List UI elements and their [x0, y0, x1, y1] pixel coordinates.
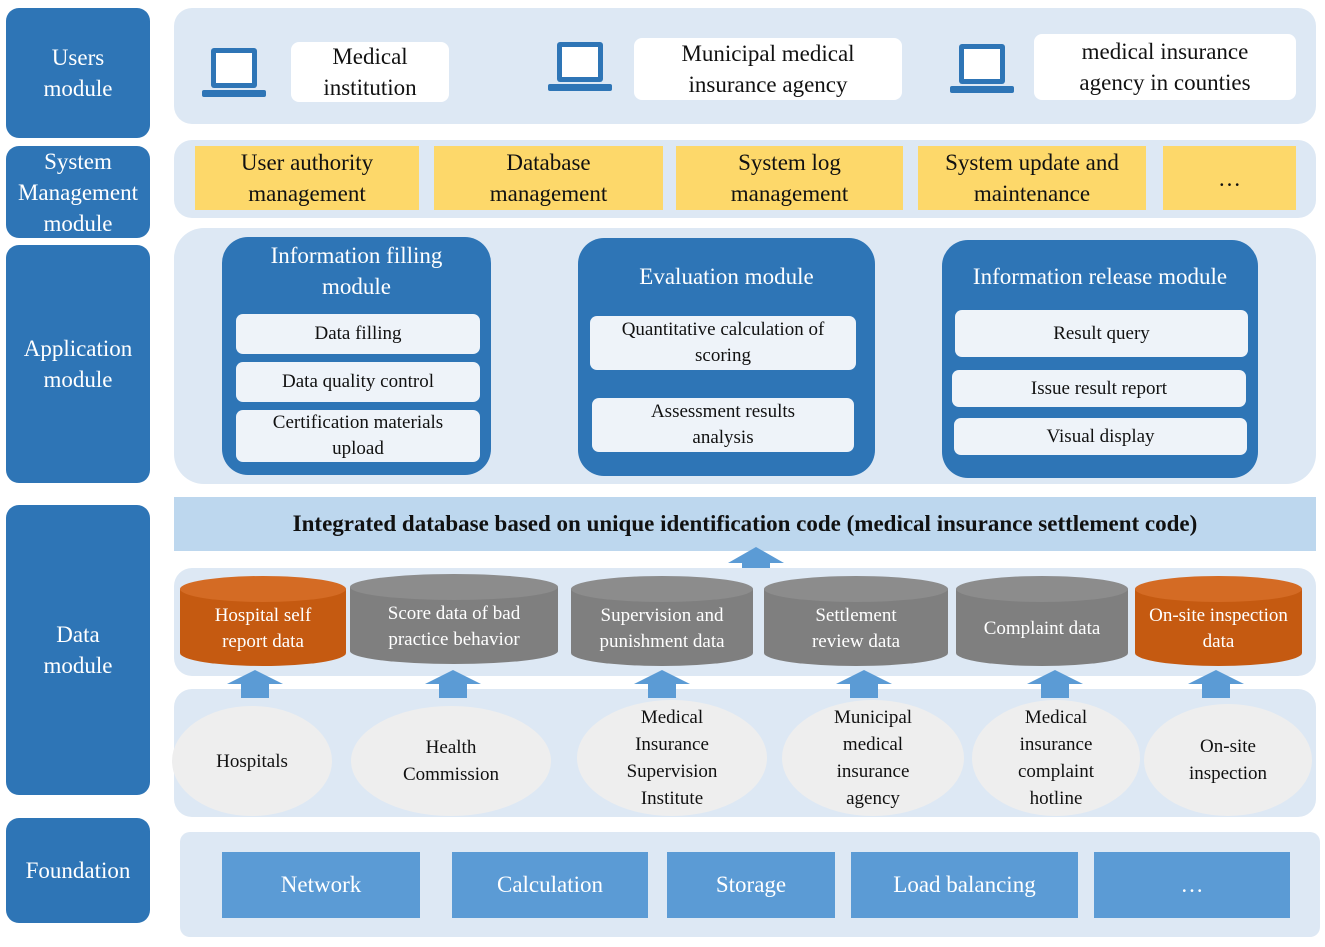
assessment-analysis-item: Assessment results analysis [592, 398, 854, 452]
source-onsite-inspection: On-site inspection [1144, 704, 1312, 816]
user-medical-institution: Medical institution [291, 42, 449, 102]
data-filling-item: Data filling [236, 314, 480, 354]
foundation-load-balancing: Load balancing [851, 852, 1078, 918]
foundation-network: Network [222, 852, 420, 918]
source-health-commission: Health Commission [351, 706, 551, 816]
up-arrow-icon [227, 670, 283, 698]
issue-result-report-item: Issue result report [952, 370, 1246, 407]
db-onsite-inspection: On-site inspection data [1149, 605, 1288, 652]
information-filling-title: Information filling module [270, 243, 443, 299]
db-settlement-review: Settlement review data [811, 605, 901, 652]
certification-upload-item: Certification materials upload [236, 410, 480, 462]
database-cylinder-icon [956, 576, 1128, 666]
module-label-foundation: Foundation [6, 818, 150, 923]
system-update-maintenance: System update and maintenance [918, 146, 1146, 210]
result-query-item: Result query [955, 310, 1248, 357]
database-cylinder-icon [1135, 576, 1302, 666]
user-county-agency: medical insurance agency in counties [1034, 34, 1296, 100]
information-release-title: Information release module [972, 263, 1228, 289]
database-cylinder-icon [764, 576, 948, 666]
quantitative-scoring-item: Quantitative calculation of scoring [590, 316, 856, 370]
evaluation-title: Evaluation module [639, 263, 814, 289]
module-label-data: Data module [6, 505, 150, 795]
foundation-calculation: Calculation [452, 852, 648, 918]
visual-display-item: Visual display [954, 418, 1247, 455]
source-municipal-agency: Municipal medical insurance agency [782, 700, 964, 816]
up-arrow-icon [425, 670, 481, 698]
system-log-management: System log management [676, 146, 903, 210]
up-arrow-icon [836, 670, 892, 698]
database-cylinder-icon [180, 576, 346, 666]
db-hospital-self-report: Hospital self report data [214, 605, 312, 652]
foundation-storage: Storage [667, 852, 835, 918]
db-supervision-punishment: Supervision and punishment data [599, 605, 725, 652]
module-label-system: System Management module [6, 146, 150, 238]
database-cylinder-icon [350, 574, 558, 664]
up-arrow-icon [634, 670, 690, 698]
up-arrow-icon [1027, 670, 1083, 698]
foundation-more: … [1094, 852, 1290, 918]
laptop-icon [950, 44, 1014, 93]
db-bad-practice-score: Score data of bad practice behavior [387, 603, 521, 650]
module-label-users: Users module [6, 8, 150, 138]
data-quality-control-item: Data quality control [236, 362, 480, 402]
module-label-application: Application module [6, 245, 150, 483]
up-arrow-icon [1188, 670, 1244, 698]
source-complaint-hotline: Medical insurance complaint hotline [972, 700, 1140, 816]
user-authority-management: User authority management [195, 146, 419, 210]
user-municipal-agency: Municipal medical insurance agency [634, 38, 902, 100]
database-cylinder-icon [571, 576, 753, 666]
db-complaint: Complaint data [983, 618, 1101, 639]
source-supervision-institute: Medical Insurance Supervision Institute [577, 700, 767, 816]
system-management-more: … [1163, 146, 1296, 210]
laptop-icon [202, 48, 266, 97]
integrated-database-bar: Integrated database based on unique iden… [174, 497, 1316, 551]
database-management: Database management [434, 146, 663, 210]
laptop-icon [548, 42, 612, 91]
source-hospitals: Hospitals [172, 706, 332, 816]
